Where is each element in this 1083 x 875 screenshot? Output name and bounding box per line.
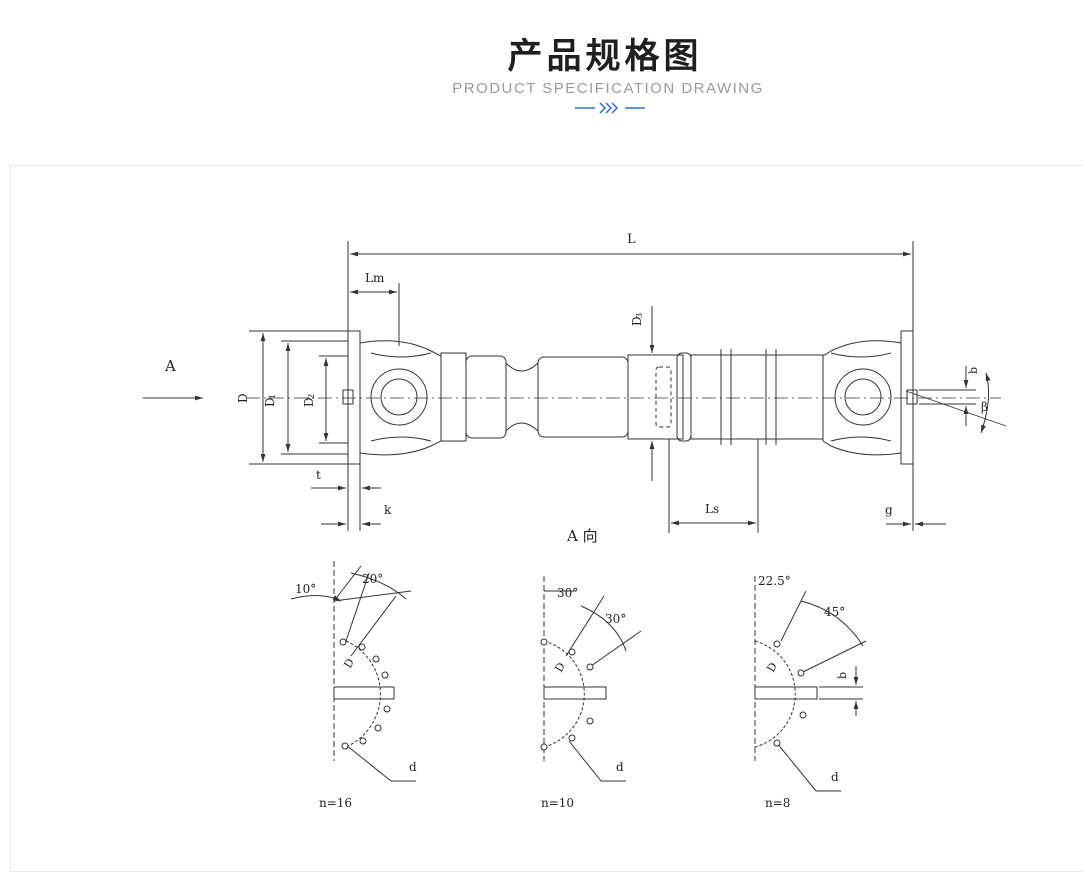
detail-n16-d: d [409,760,417,774]
page-header: 产品规格图 PRODUCT SPECIFICATION DRAWING [0,0,1083,160]
detail-n16 [290,561,416,782]
detail-n16-dlabel: D [341,656,357,670]
label-D1-sub: 1 [268,394,277,399]
spec-drawing: L Lm A D D 1 D 2 D 3 t k Ls g b β A 向 [143,232,1007,810]
label-D3-sub: 3 [635,313,644,318]
detail-n16-n: n=16 [319,796,352,810]
label-Lm: Lm [365,271,385,285]
label-D: D [236,393,250,403]
label-t: t [316,468,321,482]
right-yoke [822,340,902,456]
detail-n10-angle1: 30° [557,586,578,600]
detail-n10-angle2: 30° [605,612,626,626]
label-D3: D [630,316,644,326]
label-D2-sub: 2 [307,394,316,399]
label-b: b [967,367,980,374]
page-subtitle: PRODUCT SPECIFICATION DRAWING [452,80,764,97]
detail-n8-holes [773,640,807,747]
label-D1: D [263,397,277,407]
detail-n10-dlabel: D [552,660,568,674]
detail-n16-holes [339,638,391,750]
detail-n10 [543,576,642,782]
left-flange [347,330,361,465]
detail-n8-angle1: 22.5° [758,574,791,588]
page-title: 产品规格图 [507,37,703,77]
label-A-view: A 向 [566,527,598,545]
label-A: A [164,357,176,375]
label-L: L [627,232,636,247]
label-g: g [885,503,893,517]
detail-n10-n: n=10 [541,796,574,810]
detail-n8-dlabel: D [764,660,780,674]
detail-n8 [754,576,867,792]
detail-n8-b: b [836,672,849,679]
detail-n8-angle2: 45° [824,605,845,619]
label-Ls: Ls [705,502,719,516]
drawing-panel: L Lm A D D 1 D 2 D 3 t k Ls g b β A 向 [10,165,1083,872]
detail-n10-d: d [616,760,624,774]
divider-chevron-icon [575,102,645,114]
label-k: k [384,503,392,517]
detail-n16-angle2: 20° [362,572,383,586]
label-D2: D [302,397,316,407]
detail-n10-holes [540,638,594,751]
detail-n8-n: n=8 [765,796,790,810]
label-beta: β [981,400,988,414]
detail-n16-angle1: 10° [295,582,316,596]
detail-n8-d: d [831,770,839,784]
